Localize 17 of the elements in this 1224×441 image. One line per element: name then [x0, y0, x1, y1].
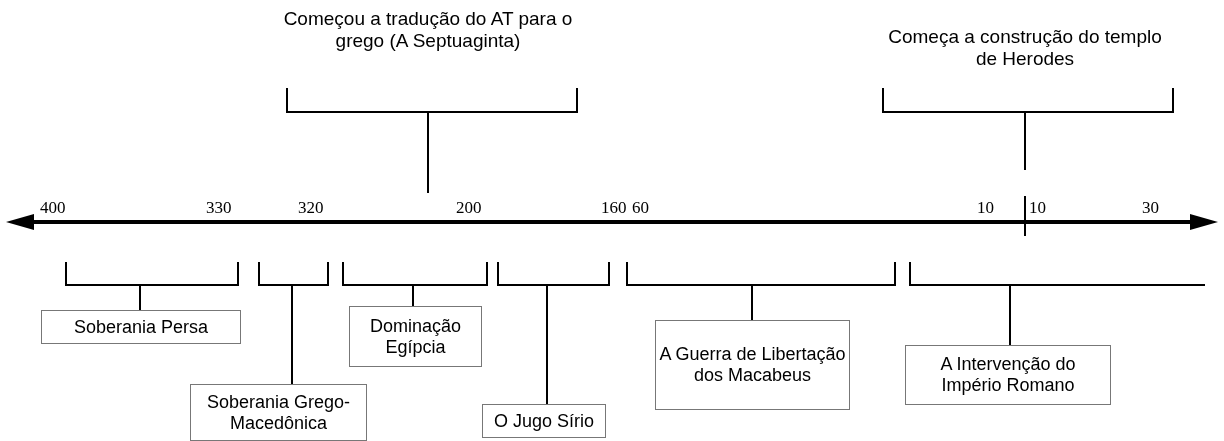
year-label: 10 [1029, 198, 1046, 218]
period-box: Soberania Persa [41, 310, 241, 344]
event-note: Começou a tradução do AT para o grego (A Septuaginta) [282, 8, 574, 52]
year-label: 330 [206, 198, 232, 218]
period-box: Dominação Egípcia [349, 306, 482, 367]
year-label: 160 [601, 198, 627, 218]
event-note: Começa a construção do templo de Herodes [887, 26, 1163, 70]
period-box: Soberania Grego-Macedônica [190, 384, 367, 441]
year-label: 10 [977, 198, 994, 218]
year-label: 200 [456, 198, 482, 218]
year-label: 30 [1142, 198, 1159, 218]
period-box: A Guerra de Libertação dos Macabeus [655, 320, 850, 410]
year-label: 400 [40, 198, 66, 218]
year-label: 320 [298, 198, 324, 218]
period-box: O Jugo Sírio [482, 404, 606, 438]
year-label: 60 [632, 198, 649, 218]
period-box: A Intervenção do Império Romano [905, 345, 1111, 405]
